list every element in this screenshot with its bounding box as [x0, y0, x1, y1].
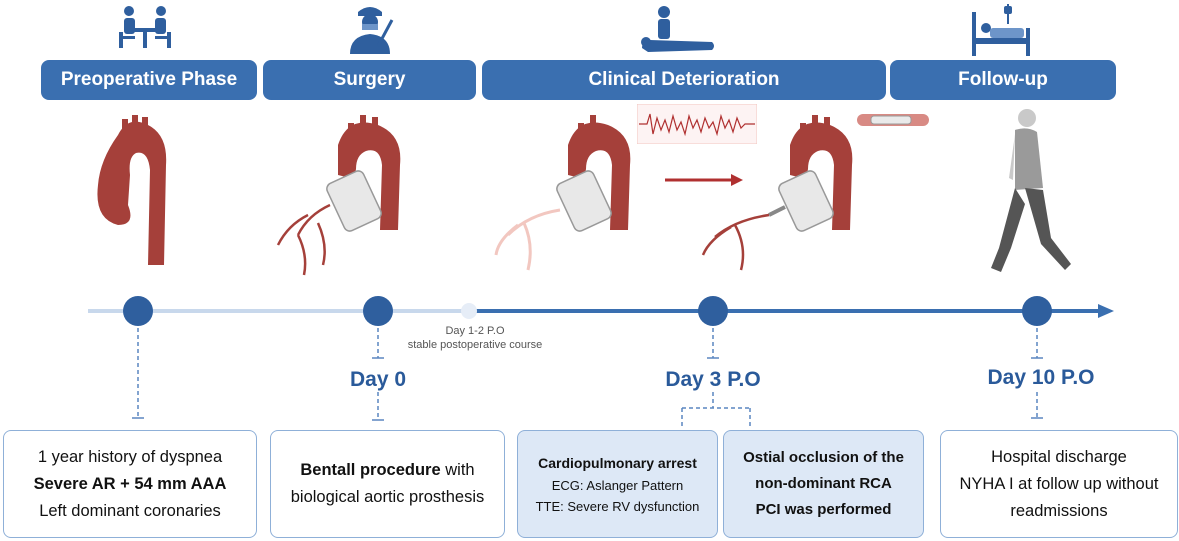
timeline-axis	[88, 296, 1114, 428]
day-3-label: Day 3 P.O	[665, 368, 761, 391]
arrest-line-2: ECG: Aslanger Pattern	[551, 477, 684, 493]
stable-course-note: Day 1-2 P.O stable postoperative course	[395, 324, 555, 352]
arrest-card: Cardiopulmonary arrest ECG: Aslanger Pat…	[517, 430, 718, 538]
stent-illustration	[857, 108, 929, 137]
followup-line-1: Hospital discharge	[991, 447, 1127, 466]
arrest-line-1: Cardiopulmonary arrest	[538, 454, 697, 471]
phase-header-follow-up: Follow-up	[890, 60, 1116, 100]
preop-line-3: Left dominant coronaries	[39, 501, 221, 520]
pci-graft-illustration	[695, 105, 870, 290]
surgery-procedure: Bentall procedure	[300, 461, 441, 479]
phase-header-preoperative: Preoperative Phase	[41, 60, 257, 100]
note-description: stable postoperative course	[407, 339, 543, 351]
phase-header-surgery: Surgery	[263, 60, 476, 100]
occlusion-line-2: non-dominant RCA	[755, 475, 892, 492]
surgery-with: with	[440, 461, 475, 479]
surgeon-icon	[340, 2, 400, 58]
preop-line-2: Severe AR + 54 mm AAA	[33, 474, 227, 493]
preoperative-card: 1 year history of dyspnea Severe AR + 54…	[3, 430, 257, 538]
consultation-icon	[115, 2, 175, 58]
followup-line-3: readmissions	[1010, 501, 1108, 520]
bentall-graft-illustration	[268, 105, 418, 290]
day-10-label: Day 10 P.O	[987, 366, 1095, 389]
walking-patient-illustration	[985, 108, 1075, 283]
aneurysmal-aorta-illustration	[88, 115, 178, 280]
note-day-range: Day 1-2 P.O	[445, 325, 505, 337]
faded-graft-illustration	[488, 105, 648, 290]
day-0-label: Day 0	[349, 368, 407, 391]
cpr-icon	[638, 2, 718, 58]
ecg-strip	[636, 103, 758, 149]
surgery-line-2: biological aortic prosthesis	[290, 488, 485, 506]
occlusion-line-3: PCI was performed	[755, 501, 892, 518]
preop-line-1: 1 year history of dyspnea	[37, 447, 223, 466]
occlusion-card: Ostial occlusion of the non-dominant RCA…	[723, 430, 924, 538]
followup-line-2: NYHA I at follow up without	[959, 474, 1159, 493]
arrest-line-3: TTE: Severe RV dysfunction	[535, 498, 700, 514]
phase-header-deterioration: Clinical Deterioration	[482, 60, 886, 100]
occlusion-line-1: Ostial occlusion of the	[743, 449, 904, 466]
hospital-bed-icon	[968, 2, 1030, 58]
follow-up-card: Hospital discharge NYHA I at follow up w…	[940, 430, 1178, 538]
surgery-card: Bentall procedure with biological aortic…	[270, 430, 505, 538]
progression-arrow	[665, 172, 745, 193]
